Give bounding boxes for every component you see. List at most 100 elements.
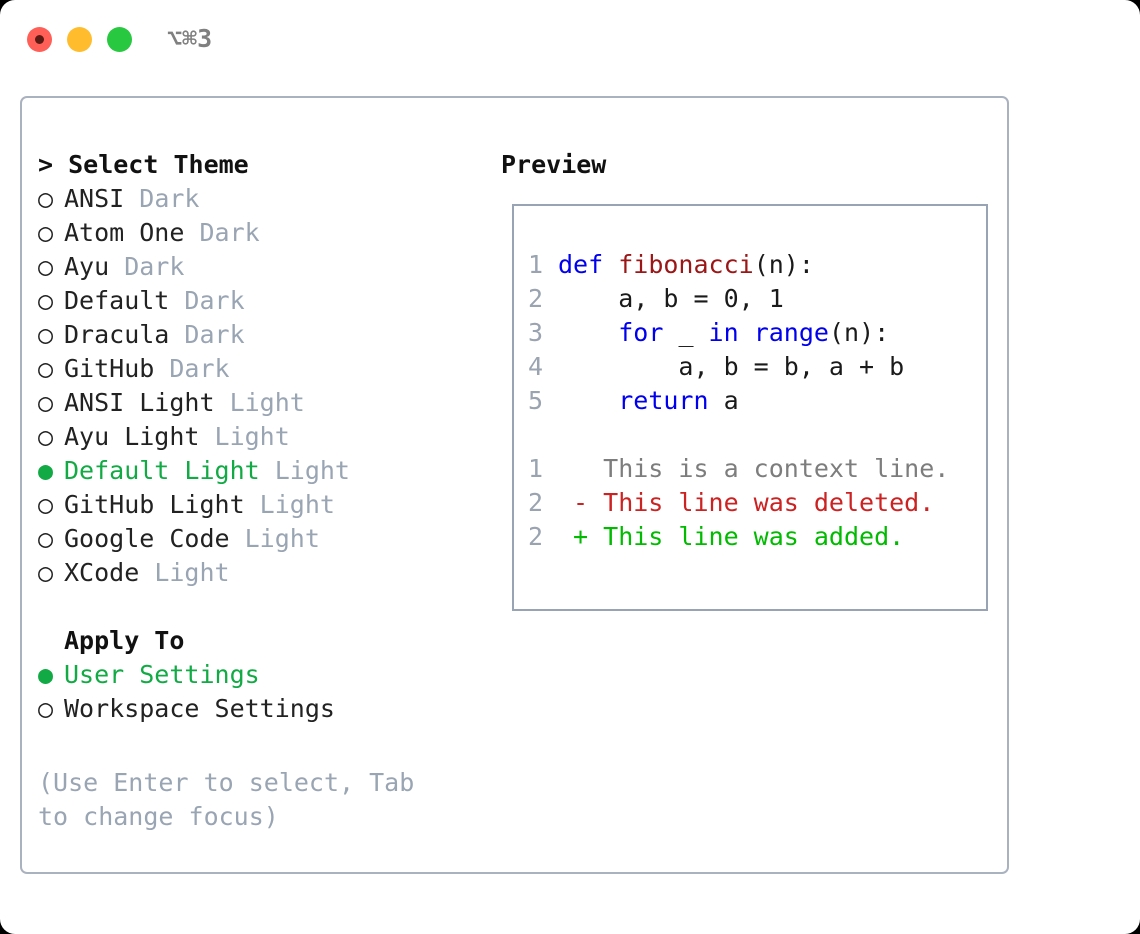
code-token: + This line was added. xyxy=(558,522,905,551)
list-spacer xyxy=(38,590,498,624)
code-token: range xyxy=(753,318,829,347)
keyboard-shortcut-label: ⌥⌘3 xyxy=(167,24,213,53)
apply-to-label: User Settings xyxy=(64,660,260,689)
apply-to-item[interactable]: ○ Workspace Settings xyxy=(38,692,498,726)
theme-list-item[interactable]: ○ Google Code Light xyxy=(38,522,498,556)
theme-name: Default Light xyxy=(64,456,260,485)
theme-list-item[interactable]: ○ Ayu Dark xyxy=(38,250,498,284)
radio-unselected-icon[interactable]: ○ xyxy=(38,558,54,587)
theme-list-item[interactable]: ○ XCode Light xyxy=(38,556,498,590)
line-number: 1 xyxy=(528,250,544,279)
code-token: (n): xyxy=(828,318,890,347)
select-theme-header: > Select Theme xyxy=(38,150,249,179)
theme-name: ANSI Light xyxy=(64,388,215,417)
apply-to-header: Apply To xyxy=(64,626,185,655)
theme-list-item[interactable]: ○ ANSI Light Light xyxy=(38,386,498,420)
theme-name: Ayu Light xyxy=(64,422,200,451)
line-number: 5 xyxy=(528,386,544,415)
code-token: for xyxy=(618,318,679,347)
line-number: 2 xyxy=(528,488,544,517)
theme-name: Dracula xyxy=(64,320,170,349)
theme-name: Google Code xyxy=(64,524,230,553)
theme-name: GitHub xyxy=(64,354,155,383)
diff-line: 2 + This line was added. xyxy=(528,520,949,554)
code-token: - This line was deleted. xyxy=(558,488,935,517)
code-token: This is a context line. xyxy=(558,454,950,483)
close-window-button[interactable] xyxy=(27,27,52,52)
theme-list-item[interactable]: ○ Default Dark xyxy=(38,284,498,318)
code-token: return xyxy=(618,386,724,415)
diff-line: 1 This is a context line. xyxy=(528,452,949,486)
code-line: 2 a, b = 0, 1 xyxy=(528,282,949,316)
radio-unselected-icon[interactable]: ○ xyxy=(38,184,54,213)
theme-variant-tag: Light xyxy=(139,558,230,587)
apply-to-label: Workspace Settings xyxy=(64,694,335,723)
apply-to-list[interactable]: ● User Settings ○ Workspace Settings xyxy=(38,658,498,726)
line-number: 1 xyxy=(528,454,544,483)
code-token: in xyxy=(708,318,754,347)
code-token: def xyxy=(558,250,619,279)
maximize-window-button[interactable] xyxy=(107,27,132,52)
radio-unselected-icon[interactable]: ○ xyxy=(38,388,54,417)
theme-list-item[interactable]: ○ Atom One Dark xyxy=(38,216,498,250)
title-bar: ⌥⌘3 xyxy=(0,0,1140,78)
code-token xyxy=(558,318,618,347)
code-blank-line xyxy=(528,418,949,452)
radio-unselected-icon[interactable]: ○ xyxy=(38,694,54,723)
keyboard-hint-text: (Use Enter to select, Tab to change focu… xyxy=(38,768,415,831)
theme-name: Default xyxy=(64,286,170,315)
theme-name: GitHub Light xyxy=(64,490,245,519)
radio-unselected-icon[interactable]: ○ xyxy=(38,490,54,519)
theme-variant-tag: Dark xyxy=(154,354,230,383)
code-line: 3 for _ in range(n): xyxy=(528,316,949,350)
theme-variant-tag: Dark xyxy=(184,218,260,247)
theme-list-item[interactable]: ○ Dracula Dark xyxy=(38,318,498,352)
theme-list-item[interactable]: ● Default Light Light xyxy=(38,454,498,488)
minimize-window-button[interactable] xyxy=(67,27,92,52)
diff-line: 2 - This line was deleted. xyxy=(528,486,949,520)
line-number: 2 xyxy=(528,522,544,551)
radio-selected-icon[interactable]: ● xyxy=(38,456,54,485)
line-number: 4 xyxy=(528,352,544,381)
code-line: 4 a, b = b, a + b xyxy=(528,350,949,384)
theme-name: Atom One xyxy=(64,218,185,247)
theme-variant-tag: Dark xyxy=(169,320,245,349)
line-number: 2 xyxy=(528,284,544,313)
code-token: a, b = b, a + b xyxy=(558,352,905,381)
apply-to-item[interactable]: ● User Settings xyxy=(38,658,498,692)
radio-unselected-icon[interactable]: ○ xyxy=(38,252,54,281)
theme-variant-tag: Light xyxy=(259,456,350,485)
radio-unselected-icon[interactable]: ○ xyxy=(38,422,54,451)
theme-variant-tag: Light xyxy=(229,524,320,553)
theme-name: XCode xyxy=(64,558,140,587)
radio-unselected-icon[interactable]: ○ xyxy=(38,524,54,553)
radio-selected-icon[interactable]: ● xyxy=(38,660,54,689)
line-number: 3 xyxy=(528,318,544,347)
radio-unselected-icon[interactable]: ○ xyxy=(38,286,54,315)
theme-variant-tag: Dark xyxy=(124,184,200,213)
content-panel: > Select Theme ○ANSI Dark○Atom One Dark○… xyxy=(20,96,1009,874)
radio-unselected-icon[interactable]: ○ xyxy=(38,354,54,383)
code-token: a xyxy=(723,386,739,415)
theme-variant-tag: Light xyxy=(214,388,305,417)
radio-unselected-icon[interactable]: ○ xyxy=(38,218,54,247)
theme-variant-tag: Dark xyxy=(109,252,185,281)
theme-name: Ayu xyxy=(64,252,110,281)
radio-unselected-icon[interactable]: ○ xyxy=(38,320,54,349)
theme-list-item[interactable]: ○ ANSI Dark xyxy=(38,182,498,216)
code-token: a, b = 0, 1 xyxy=(558,284,784,313)
code-token: fibonacci xyxy=(618,250,754,279)
theme-list-item[interactable]: ○ GitHub Dark xyxy=(38,352,498,386)
code-token: _ xyxy=(678,318,709,347)
theme-variant-tag: Dark xyxy=(169,286,245,315)
theme-list[interactable]: ○ ANSI Dark ○ Atom One Dark ○ Ayu Dark ○ Defaul… xyxy=(38,182,498,590)
theme-list-item[interactable]: ○GitHub Light Light xyxy=(38,488,498,522)
theme-name: ANSI xyxy=(64,184,125,213)
code-token xyxy=(558,386,618,415)
theme-list-item[interactable]: ○Ayu Light Light xyxy=(38,420,498,454)
